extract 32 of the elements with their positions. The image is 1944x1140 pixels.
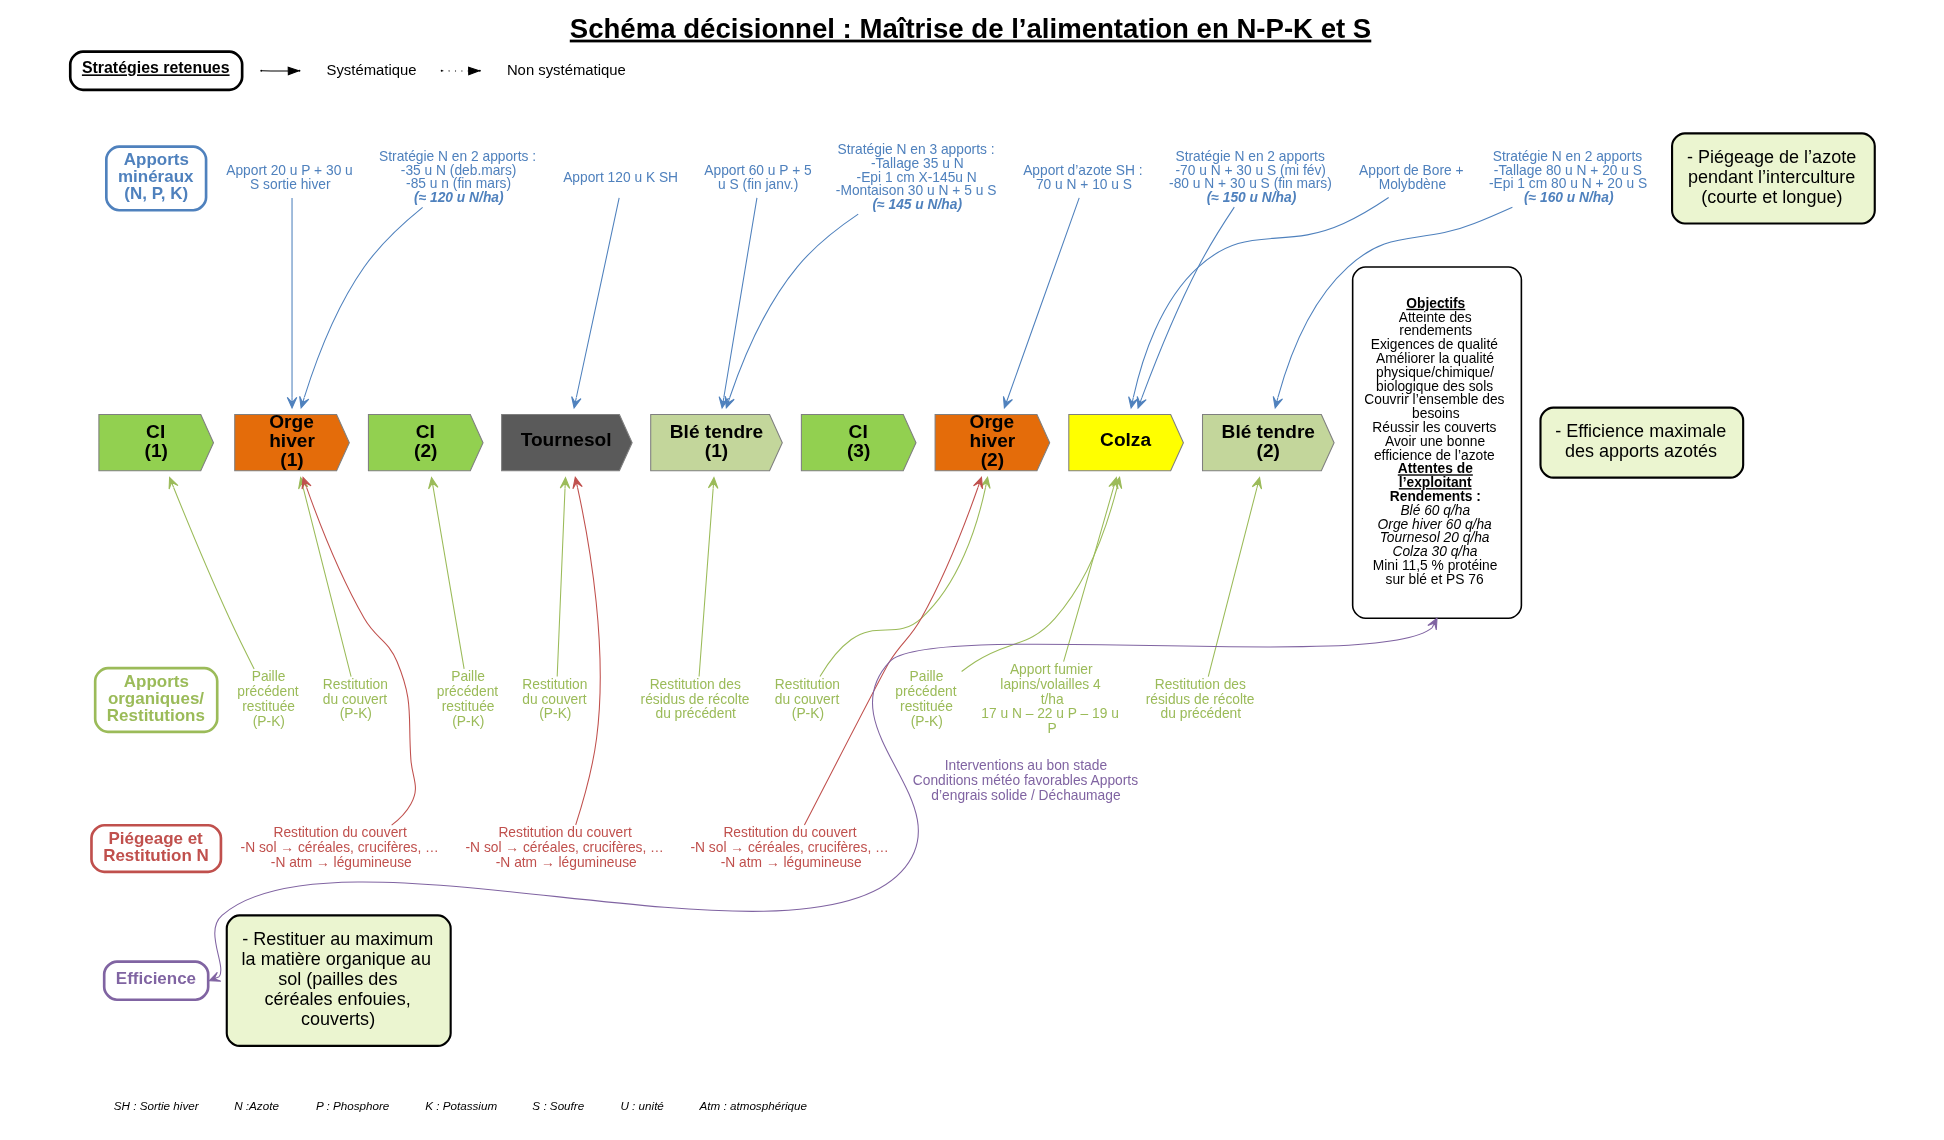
node-text: Restitution du couvert (P-K) bbox=[521, 676, 587, 722]
label: U : unité bbox=[619, 1099, 664, 1113]
node-text: Paille précédent restituée (P-K) bbox=[236, 669, 299, 729]
node-text: Apport 120 u K SH bbox=[562, 170, 678, 186]
node-text: Restitution du couvert -N sol → céréales, crucifères, … -N atm → légumineuse bbox=[465, 825, 664, 871]
node-text: Restitution du couvert -N sol → céréales, crucifères, … -N atm → légumineuse bbox=[690, 825, 889, 871]
label: P : Phosphore bbox=[315, 1099, 389, 1113]
node-text: Stratégie N en 2 apports -Tallage 80 u N + 20 u S -Epi 1 cm 80 u N + 20 u S (≈ 160 u N/ha) bbox=[1488, 148, 1647, 206]
node-text: Apport fumier lapins/volailles 4 t/ha 17 u N – 22 u P – 19 u P bbox=[980, 661, 1119, 737]
node-text: Apport d’azote SH : 70 u N + 10 u S bbox=[1022, 162, 1143, 193]
node-text: Apport 60 u P + 5 u S (fin janv.) bbox=[703, 162, 812, 193]
node-text: Restitution du couvert (P-K) bbox=[774, 676, 840, 722]
node-text: Stratégie N en 3 apports : -Tallage 35 u N -Epi 1 cm X-145u N -Montaison 30 u N + 5 u S (≈ 145 u N/ha) bbox=[835, 141, 996, 213]
label: S : Soufre bbox=[531, 1099, 584, 1113]
node-text: Apport 20 u P + 30 u S sortie hiver bbox=[225, 162, 353, 193]
legend-label: Systématique bbox=[326, 61, 416, 78]
label: K : Potassium bbox=[424, 1099, 497, 1113]
label: Atm : atmosphérique bbox=[699, 1099, 807, 1113]
node-text: Paille précédent restituée (P-K) bbox=[894, 669, 957, 729]
node-text: Stratégie N en 2 apports : -35 u N (deb.mars) -85 u n (fin mars) (≈ 120 u N/ha) bbox=[378, 148, 536, 206]
diagram-title: Schéma décisionnel : Maîtrise de l’alimentation en N-P-K et S bbox=[569, 12, 1371, 44]
legend-label: Non systématique bbox=[506, 61, 626, 78]
edge-label: Interventions au bon stade Conditions météo favorables Apports d’engrais solide / Déchaumage bbox=[912, 758, 1138, 804]
node-text: Paille précédent restituée (P-K) bbox=[436, 669, 498, 729]
node-text: Apport de Bore + Molybdène bbox=[1358, 162, 1464, 193]
node-text: Restitution des résidus de récolte du précédent bbox=[640, 676, 749, 722]
node-text: Restitution du couvert -N sol → céréales, crucifères, … -N atm → légumineuse bbox=[240, 825, 439, 871]
label: N :Azote bbox=[233, 1099, 279, 1113]
node-text: Restitution du couvert (P-K) bbox=[322, 676, 388, 722]
node-text: Stratégie N en 2 apports -70 u N + 30 u S (mi fév) -80 u N + 30 u S (fin mars) (≈ 150 u N/ha) bbox=[1168, 148, 1332, 206]
label: SH : Sortie hiver bbox=[113, 1099, 199, 1113]
node-text: Restitution des résidus de récolte du précédent bbox=[1145, 676, 1255, 722]
